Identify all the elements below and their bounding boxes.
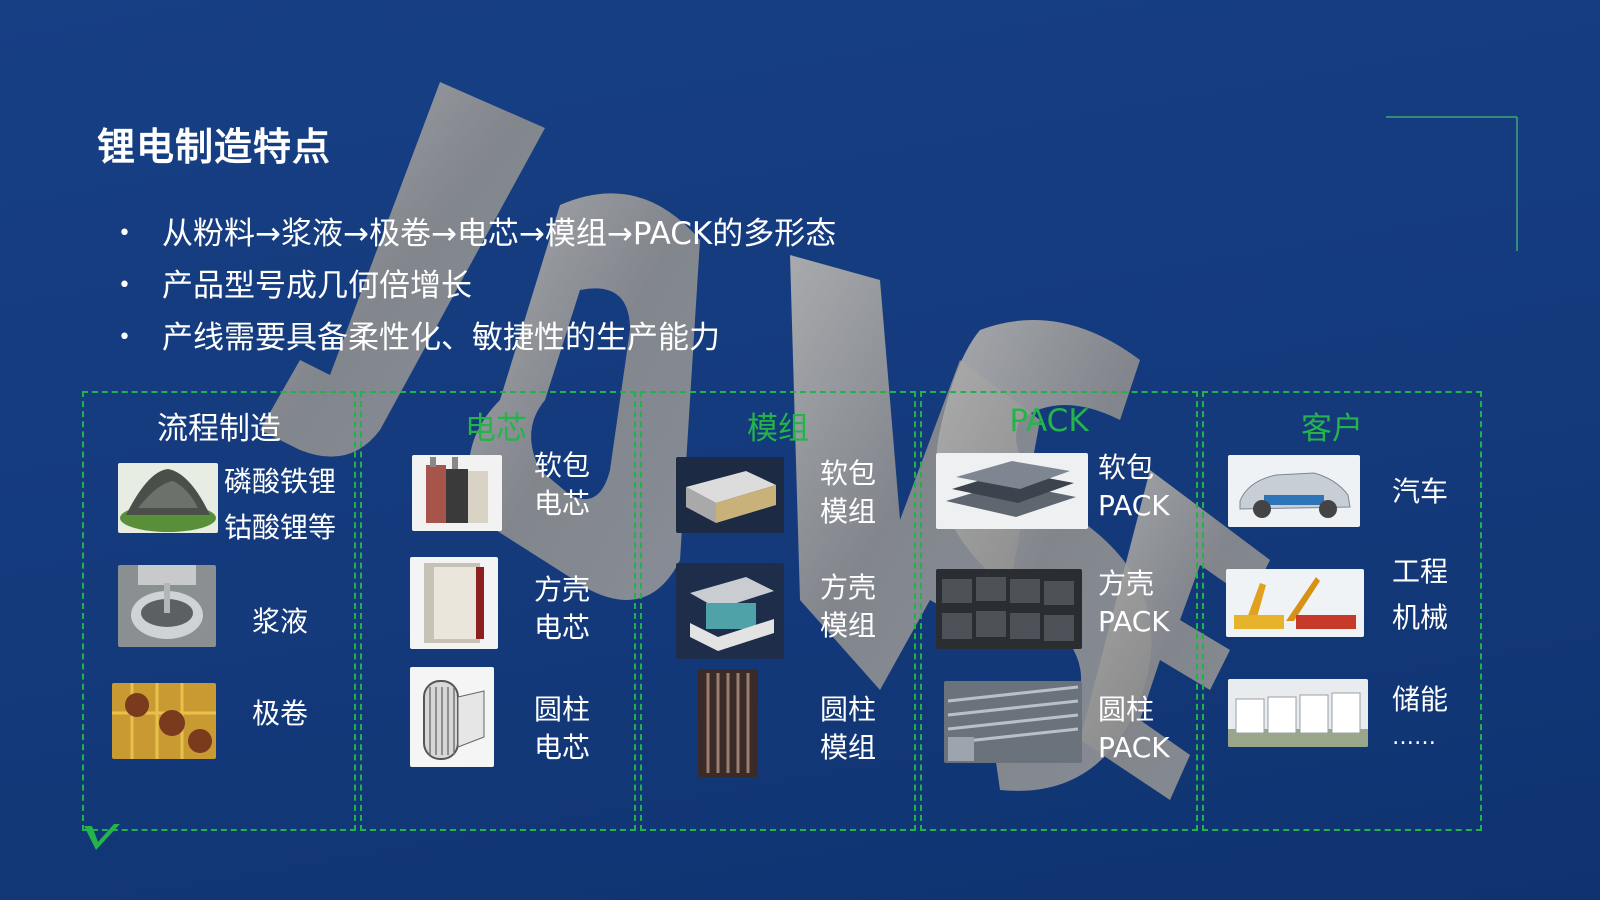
column-item: 极卷: [84, 681, 354, 781]
item-label: 圆柱 PACK: [1098, 693, 1170, 764]
item-label: 软包 电芯: [534, 449, 591, 520]
watermark-o-shape: [468, 193, 700, 601]
bullet-item: • 从粉料→浆液→极卷→电芯→模组→PACK的多形态: [118, 208, 836, 260]
item-label: 方壳 PACK: [1098, 567, 1170, 638]
bullet-list: • 从粉料→浆液→极卷→电芯→模组→PACK的多形态 • 产品型号成几何倍增长 …: [118, 208, 836, 364]
bullet-item: • 产线需要具备柔性化、敏捷性的生产能力: [118, 312, 836, 364]
column-item: 浆液: [84, 563, 354, 663]
column-item: 方壳 模组: [642, 563, 914, 663]
item-label: 软包 PACK: [1098, 451, 1170, 522]
column-item: 磷酸铁锂 钴酸锂等: [84, 459, 354, 559]
bullet-dot: •: [118, 325, 131, 350]
prismatic-pack-image-icon: [936, 569, 1082, 649]
slurry-mixer-photo-icon: [118, 565, 216, 647]
column-item: 圆柱 电芯: [362, 667, 634, 767]
column-item: 圆柱 模组: [642, 669, 914, 777]
column-header: PACK: [1009, 403, 1089, 439]
electrode-roll-photo-icon: [112, 683, 216, 759]
column-item: 汽车: [1204, 451, 1480, 551]
bullet-item: • 产品型号成几何倍增长: [118, 260, 836, 312]
energy-storage-image-icon: [1228, 679, 1368, 747]
item-label: 储能 ……: [1392, 683, 1449, 750]
page-title: 锂电制造特点: [97, 125, 332, 169]
column-item: 软包 电芯: [362, 449, 634, 553]
column-header: 客户: [1301, 411, 1363, 447]
watermark-e-shape: [1080, 470, 1270, 800]
bullet-text: 从粉料→浆液→极卷→电芯→模组→PACK的多形态: [162, 216, 837, 252]
column-item: 工程 机械: [1204, 555, 1480, 667]
bullet-text: 产线需要具备柔性化、敏捷性的生产能力: [162, 320, 720, 356]
prismatic-cell-image-icon: [410, 557, 498, 649]
item-label: 工程 机械: [1392, 555, 1449, 634]
cylindrical-cell-image-icon: [410, 667, 494, 767]
construction-machinery-image-icon: [1226, 569, 1364, 637]
prismatic-module-image-icon: [676, 563, 784, 659]
column-item: 方壳 PACK: [922, 567, 1196, 667]
column-module: 模组 软包 模组 方壳 模组: [640, 391, 916, 831]
bullet-text: 产品型号成几何倍增长: [162, 268, 472, 304]
column-item: 方壳 电芯: [362, 555, 634, 655]
item-label: 圆柱 电芯: [534, 693, 591, 764]
column-header: 流程制造: [157, 411, 281, 447]
bullet-dot: •: [118, 221, 131, 246]
car-chassis-image-icon: [1228, 455, 1360, 527]
column-item: 软包 PACK: [922, 451, 1196, 551]
cylindrical-pack-image-icon: [944, 681, 1082, 763]
bullet-dot: •: [118, 273, 131, 298]
item-label: 软包 模组: [820, 457, 877, 528]
item-label: 方壳 模组: [820, 571, 877, 642]
pouch-module-image-icon: [676, 457, 784, 533]
item-label: 汽车: [1392, 475, 1449, 508]
column-header: 电芯: [465, 411, 527, 447]
column-header: 模组: [747, 411, 809, 447]
column-item: 圆柱 PACK: [922, 681, 1196, 781]
item-label: 极卷: [252, 697, 309, 730]
item-label: 浆液: [252, 605, 309, 638]
column-pack: PACK 软包 PACK: [920, 391, 1198, 831]
column-process: 流程制造 磷酸铁锂 钴酸锂等 浆液: [82, 391, 356, 831]
item-label: 磷酸铁锂 钴酸锂等: [224, 465, 337, 544]
powder-photo-icon: [118, 463, 218, 533]
watermark-j-shape: [260, 82, 545, 457]
pouch-cell-image-icon: [412, 455, 502, 531]
column-cell: 电芯 软包 电芯 方壳 电芯: [360, 391, 636, 831]
column-customer: 客户 汽车 工程 机械: [1202, 391, 1482, 831]
item-label: 圆柱 模组: [820, 693, 877, 764]
brand-logo-icon: [84, 824, 120, 850]
corner-decoration: [1386, 116, 1518, 251]
process-columns: 流程制造 磷酸铁锂 钴酸锂等 浆液: [82, 391, 1502, 833]
cylindrical-module-image-icon: [698, 669, 758, 777]
pouch-pack-image-icon: [936, 453, 1088, 529]
column-item: 储能 ……: [1204, 679, 1480, 779]
item-label: 方壳 电芯: [534, 573, 591, 644]
column-item: 软包 模组: [642, 455, 914, 555]
